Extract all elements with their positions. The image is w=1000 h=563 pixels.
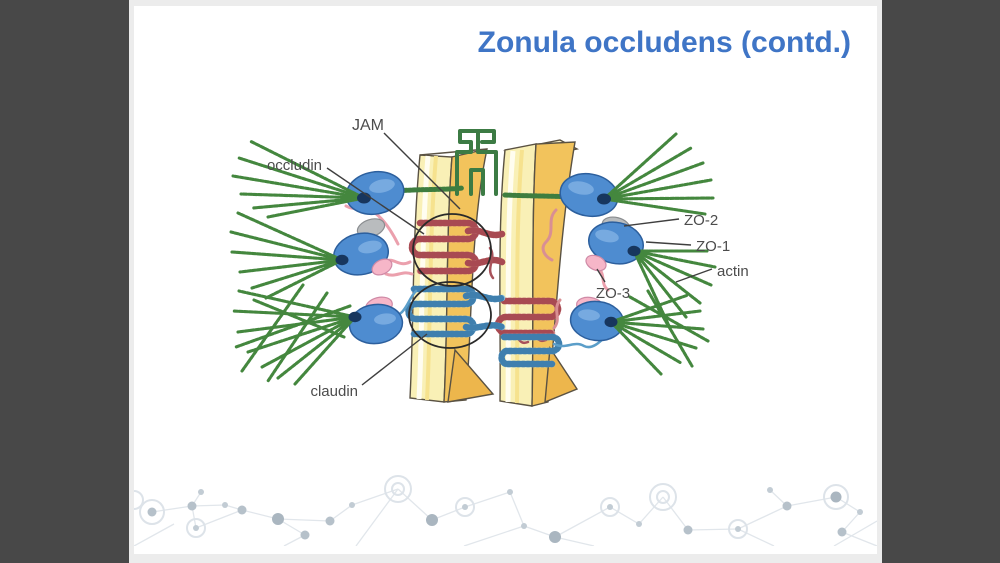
label-zo3: ZO-3 — [596, 285, 630, 302]
viewer-right-panel — [882, 0, 1000, 563]
label-claudin: claudin — [310, 383, 358, 400]
network-links — [134, 488, 877, 546]
claudin-strands — [372, 285, 608, 368]
leader-lines — [326, 132, 713, 386]
zo-complex-top-left — [231, 139, 405, 219]
diagram-labels: JAM occludin ZO-2 ZO-1 actin ZO-3 claudi… — [267, 117, 749, 400]
membrane-right — [499, 139, 580, 407]
membrane-left — [409, 148, 495, 403]
label-zo1: ZO-1 — [696, 238, 730, 255]
zo-complex-bottom-left — [231, 283, 404, 386]
label-jam: JAM — [352, 117, 384, 134]
zo2-leader-line — [623, 218, 680, 227]
claudin-circle-annotation — [408, 281, 492, 349]
slide: Zonula occludens (contd.) — [134, 6, 877, 554]
zo-complex-top-right — [559, 132, 715, 218]
zo3-protein-right — [585, 254, 607, 272]
label-occludin: occludin — [267, 157, 322, 174]
tight-junction-diagram: JAM occludin ZO-2 ZO-1 actin ZO-3 claudi… — [229, 117, 749, 407]
jam-protein — [455, 129, 498, 196]
zo1-leader-line — [645, 241, 692, 246]
occludin-circle-annotation — [412, 213, 492, 287]
occludin-leader-line — [326, 167, 425, 235]
label-actin: actin — [717, 263, 749, 280]
zo-complex-bottom-right — [569, 289, 710, 376]
molecule-network-decoration — [134, 475, 877, 546]
viewer-left-panel — [0, 0, 129, 563]
zo3-protein-left — [371, 258, 393, 276]
actin-leader-line — [675, 268, 713, 283]
slide-title: Zonula occludens (contd.) — [477, 26, 851, 59]
label-zo2: ZO-2 — [684, 212, 718, 229]
jam-leader-line — [383, 132, 461, 210]
claudin-leader-line — [361, 333, 428, 386]
occludin-strands — [408, 208, 562, 345]
network-nodes — [134, 475, 863, 543]
zo-complex-mid-left — [229, 211, 393, 300]
zo3-leader-line — [596, 268, 606, 283]
zo-complex-mid-right — [585, 216, 717, 330]
annotation-circles — [408, 213, 492, 349]
